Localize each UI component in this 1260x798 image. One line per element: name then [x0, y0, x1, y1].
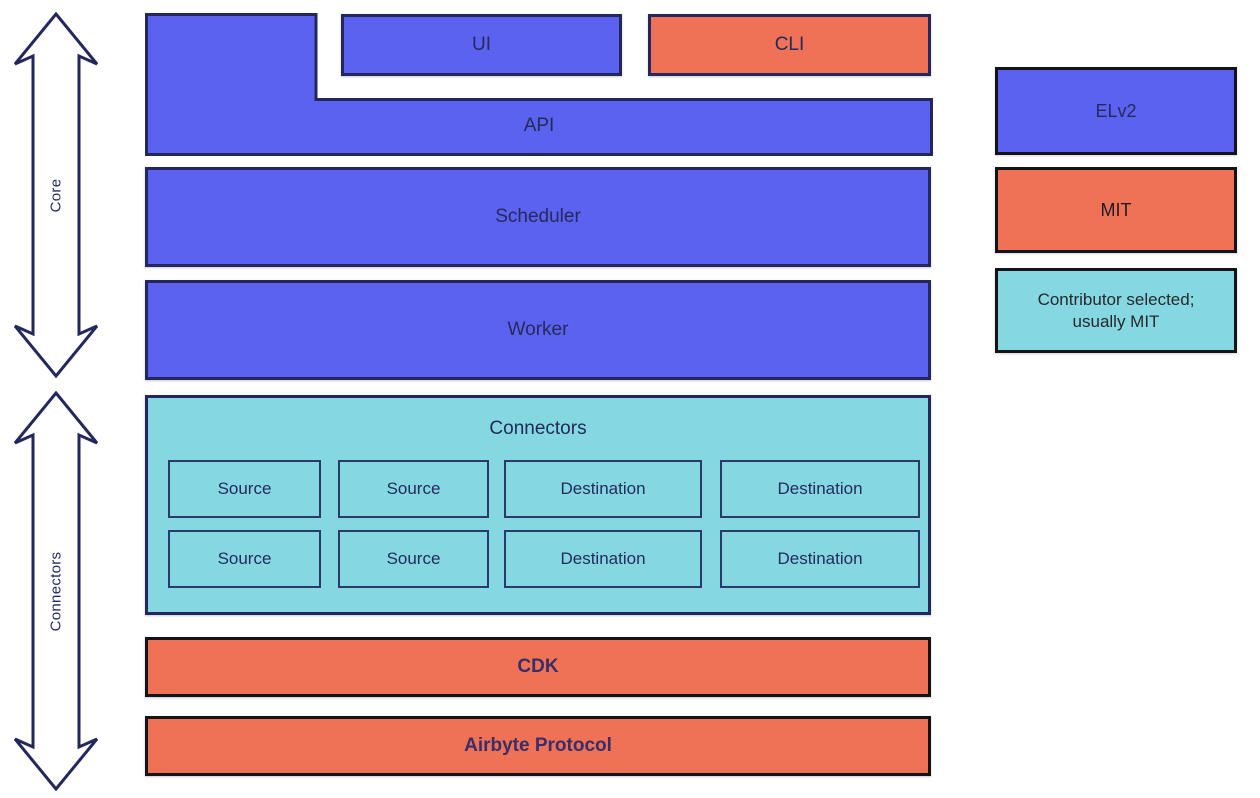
legend-contributor-label: Contributor selected; usually MIT: [1037, 290, 1195, 331]
connector-label: Destination: [777, 479, 863, 498]
connector-label: Destination: [560, 479, 646, 498]
airbyte-protocol-box: Airbyte Protocol: [145, 716, 931, 776]
cdk-box: CDK: [145, 637, 931, 697]
connector-label: Source: [217, 549, 272, 568]
connectors-group-label-wrap: Connectors: [14, 391, 98, 791]
legend-elv2-label: ELv2: [1095, 100, 1137, 121]
worker-box: Worker: [145, 280, 931, 380]
core-group-label: Core: [47, 178, 65, 212]
api-label: API: [523, 114, 555, 136]
api-box: API: [145, 13, 933, 156]
cli-label: CLI: [774, 34, 805, 55]
core-group-arrow: Core: [13, 11, 99, 379]
connectors-group-arrow: Connectors: [13, 390, 99, 792]
connector-cell: Destination: [720, 460, 920, 518]
connectors-box: Connectors Source Source Destination Des…: [145, 395, 931, 615]
connector-label: Source: [217, 479, 272, 498]
legend-mit: MIT: [995, 167, 1237, 253]
core-group-label-wrap: Core: [14, 12, 98, 378]
connectors-title: Connectors: [489, 418, 587, 439]
scheduler-box: Scheduler: [145, 167, 931, 267]
connector-cell: Source: [338, 460, 489, 518]
scheduler-label: Scheduler: [495, 206, 581, 227]
connector-cell: Source: [168, 460, 321, 518]
connector-cell: Destination: [720, 530, 920, 588]
connector-label: Destination: [560, 549, 646, 568]
connector-cell: Source: [338, 530, 489, 588]
cli-box: CLI: [648, 14, 931, 76]
connector-cell: Destination: [504, 460, 702, 518]
connector-label: Source: [386, 549, 441, 568]
connector-label: Source: [386, 479, 441, 498]
ui-box: UI: [341, 14, 622, 76]
api-shape: [145, 13, 933, 156]
connector-label: Destination: [777, 549, 863, 568]
airbyte-protocol-label: Airbyte Protocol: [464, 735, 612, 756]
cdk-label: CDK: [517, 656, 559, 677]
connector-cell: Destination: [504, 530, 702, 588]
ui-label: UI: [472, 34, 491, 55]
double-arrow-icon: [13, 390, 99, 792]
legend-elv2: ELv2: [995, 67, 1237, 155]
connector-cell: Source: [168, 530, 321, 588]
double-arrow-icon: [13, 11, 99, 379]
legend-mit-label: MIT: [1100, 199, 1132, 220]
connectors-group-label: Connectors: [47, 551, 65, 631]
legend-contributor: Contributor selected; usually MIT: [995, 268, 1237, 353]
worker-label: Worker: [507, 319, 569, 340]
